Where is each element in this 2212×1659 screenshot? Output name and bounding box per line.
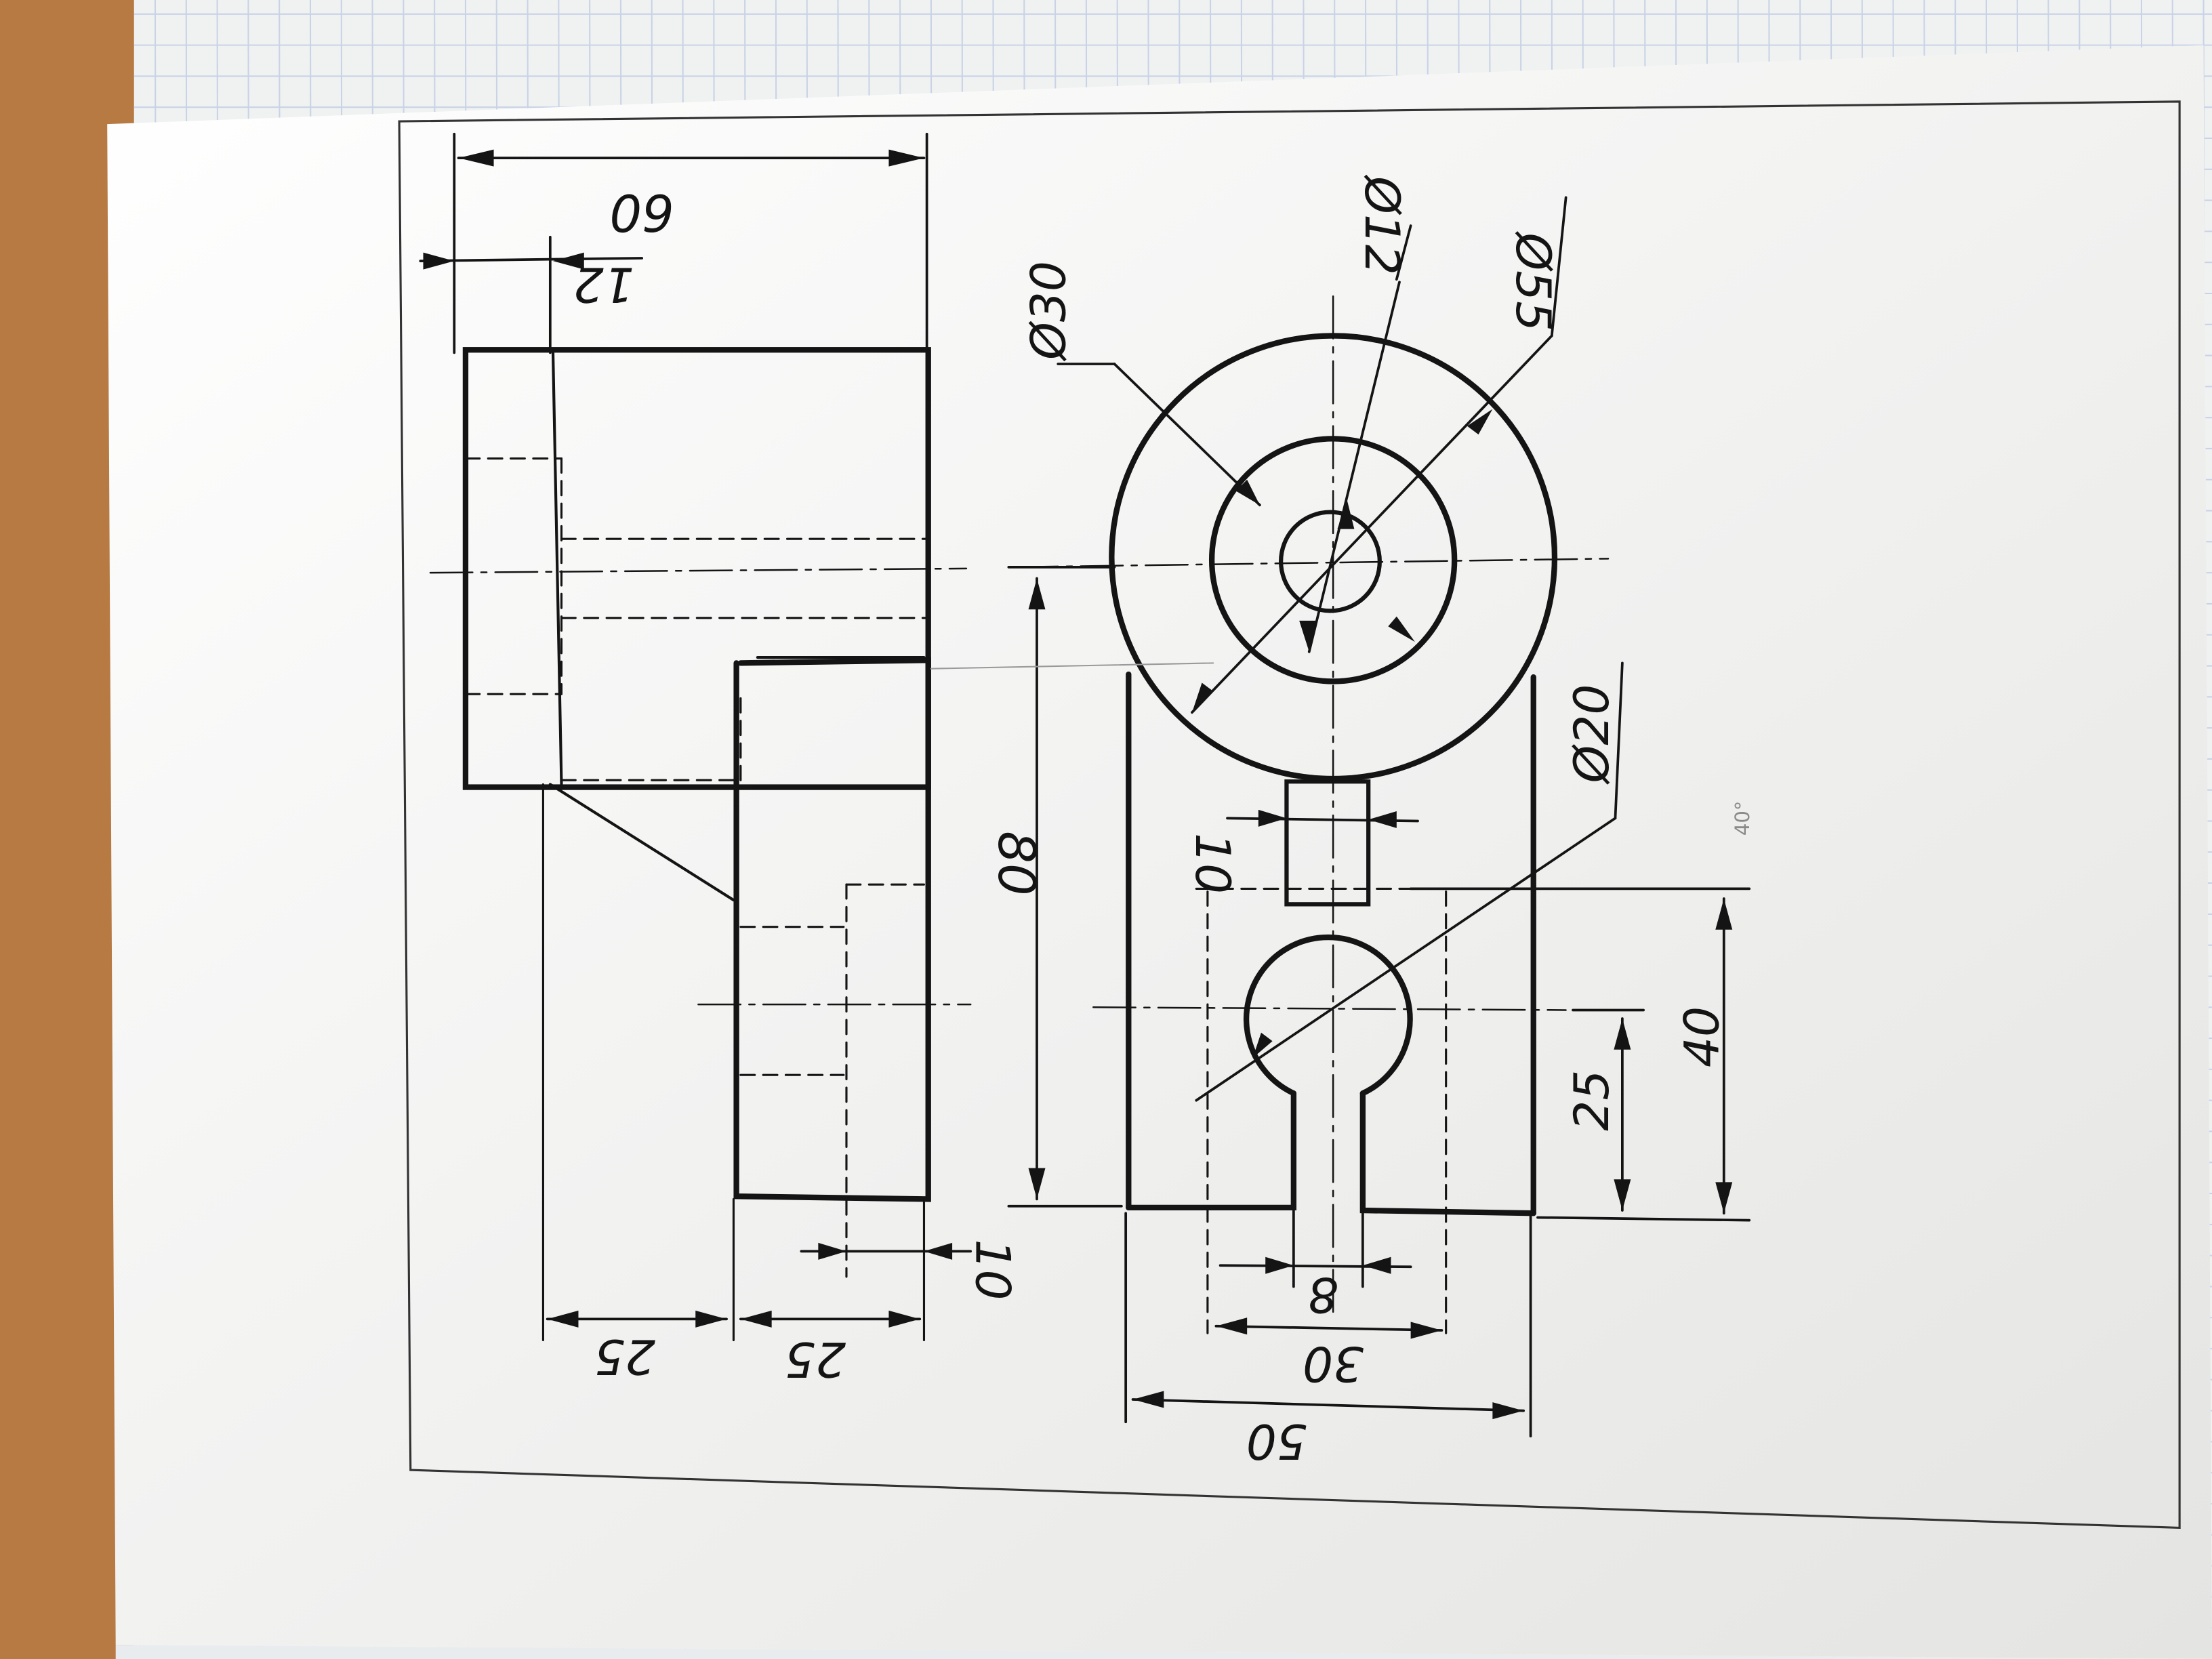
base-bottom-edge: [1126, 1090, 1297, 1211]
keyhole-circle: [1243, 934, 1413, 1097]
lower-hidden-lines: [739, 883, 926, 1278]
dim-hole-dia-30: Ø30: [1021, 261, 1077, 362]
dim-slot-end-dia-20: Ø20: [1563, 684, 1620, 785]
dim-base-lip-10: 10: [964, 1239, 1021, 1300]
pencil-stray-line: [930, 662, 1214, 670]
pencil-note-40-degrees: 40°: [1731, 801, 1754, 836]
front-centerlines: [1015, 295, 1610, 1313]
neck: [1284, 779, 1371, 907]
side-view-centerline: [429, 567, 968, 574]
front-leaders: [1057, 196, 1624, 1102]
front-dim-arrows: [1028, 409, 1733, 1420]
dim-base-width-50: 50: [1246, 1413, 1307, 1469]
front-view: [1007, 196, 1751, 1437]
dim-slot-width-8: 8: [1308, 1267, 1338, 1323]
printed-sheet: [107, 45, 2212, 1659]
grid-notebook-strip: [115, 1645, 2212, 1659]
dim-base-offset-25-right: 25: [785, 1332, 846, 1388]
dim-slot-outer-30: 30: [1303, 1336, 1364, 1392]
dim-flange-12: 12: [573, 257, 634, 313]
side-view-lower-block: [733, 657, 931, 1202]
dim-slot-height-40: 40: [1673, 1006, 1729, 1067]
dim-hole-dia-12: Ø12: [1354, 174, 1410, 275]
side-view: [429, 347, 972, 1342]
dim-overall-length-60: 60: [609, 182, 674, 242]
drawing-border: [398, 100, 2181, 1530]
dim-height-80: 80: [987, 831, 1046, 895]
dim-base-offset-25-left: 25: [594, 1329, 655, 1385]
dim-boss-dia-55: Ø55: [1505, 230, 1561, 331]
dim-neck-width-10: 10: [1185, 833, 1241, 894]
dim-slot-center-25: 25: [1563, 1070, 1620, 1131]
front-dim-lines: [1007, 565, 1751, 1437]
chamfer-line: [548, 783, 735, 902]
side-dim-arrows: [423, 149, 953, 1328]
side-view-upper-block: [462, 347, 931, 790]
side-view-hidden-lines: [464, 457, 930, 781]
flange-line: [551, 351, 563, 786]
